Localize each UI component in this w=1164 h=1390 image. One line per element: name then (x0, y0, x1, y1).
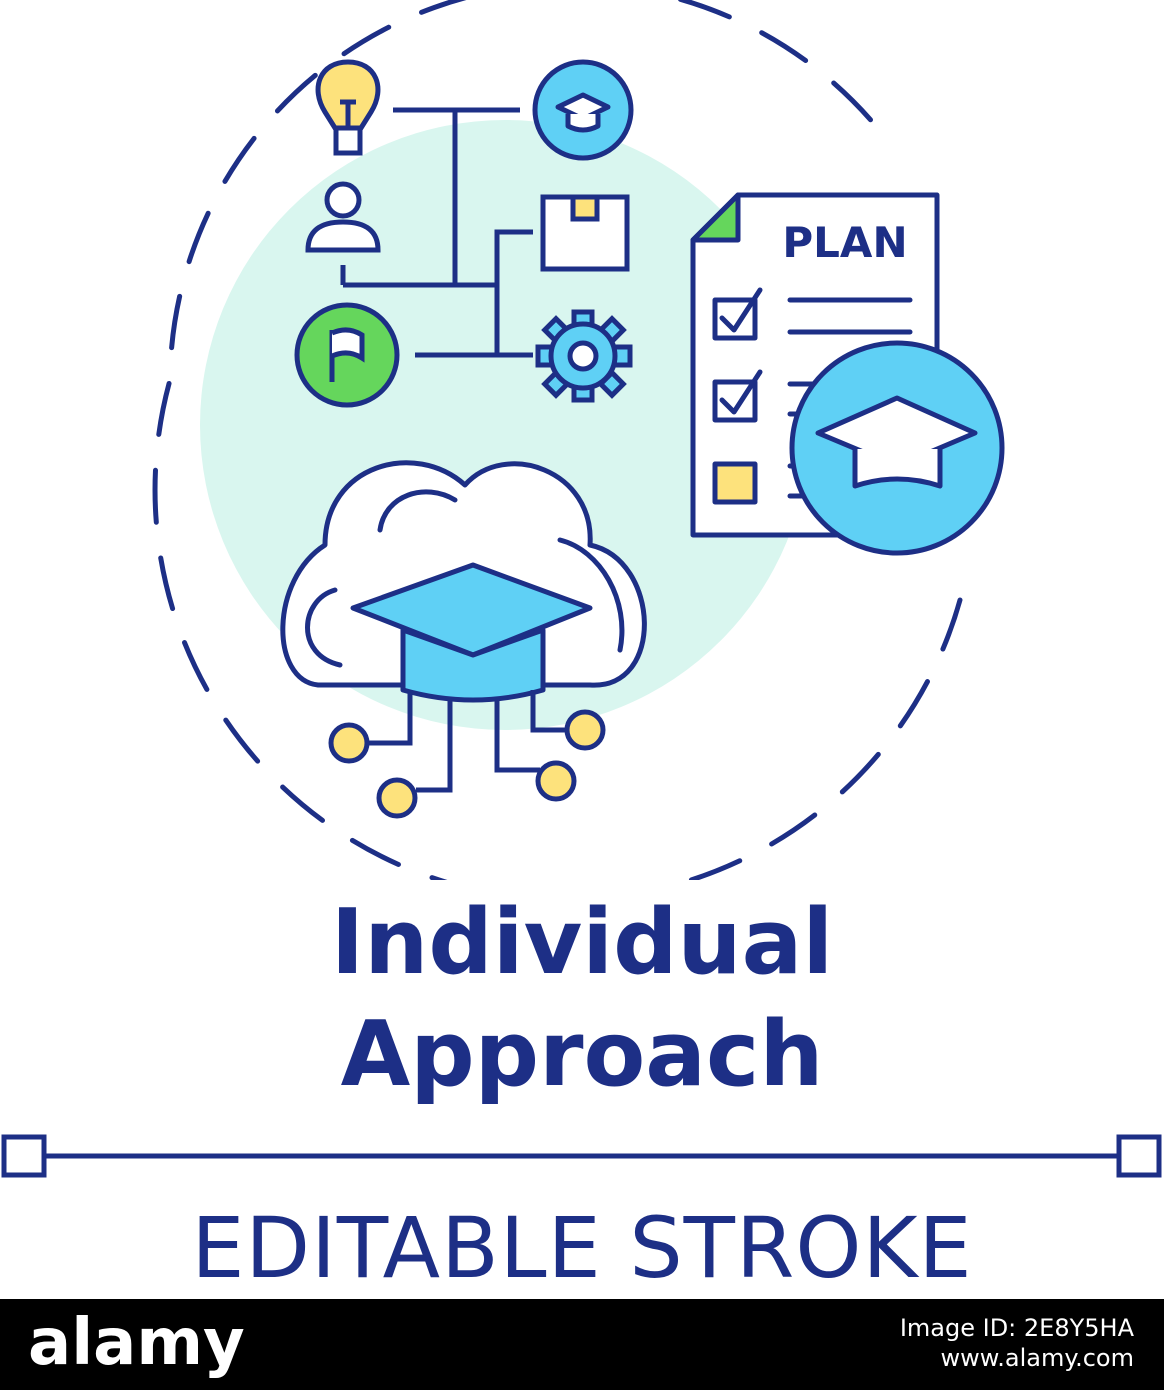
connector-lines (340, 107, 533, 358)
individual-approach-illustration: PLAN (152, 0, 1005, 880)
checkbox-icon (712, 369, 763, 423)
dashed-ring (152, 0, 963, 880)
brand-logo: alamy (28, 1306, 245, 1380)
cloud-icon (280, 460, 647, 703)
divider-handle-right (1116, 1134, 1162, 1178)
circuit-node-icon (328, 690, 606, 819)
site-url: www.alamy.com (940, 1344, 1134, 1372)
box-icon (540, 194, 630, 272)
title-line-1: Individual (330, 890, 834, 995)
gear-icon (535, 309, 633, 403)
title-line-2: Approach (340, 1002, 824, 1107)
checkbox-icon (712, 461, 758, 505)
plan-label: PLAN (782, 218, 907, 267)
checkbox-icon (712, 287, 763, 341)
editable-stroke-caption: EDITABLE STROKE (191, 1199, 973, 1297)
image-id-info: Image ID: 2E8Y5HA www.alamy.com (900, 1313, 1134, 1373)
footer-bar: alamy Image ID: 2E8Y5HA www.alamy.com (0, 1299, 1164, 1390)
image-id-label: Image ID: 2E8Y5HA (899, 1314, 1134, 1342)
graduation-cap-icon (532, 59, 634, 161)
divider-line (1, 1134, 1162, 1178)
lightbulb-icon (315, 59, 381, 156)
user-icon (305, 181, 381, 253)
flag-icon (294, 302, 400, 408)
divider-handle-left (1, 1134, 47, 1178)
graduation-cap-icon (789, 340, 1005, 556)
